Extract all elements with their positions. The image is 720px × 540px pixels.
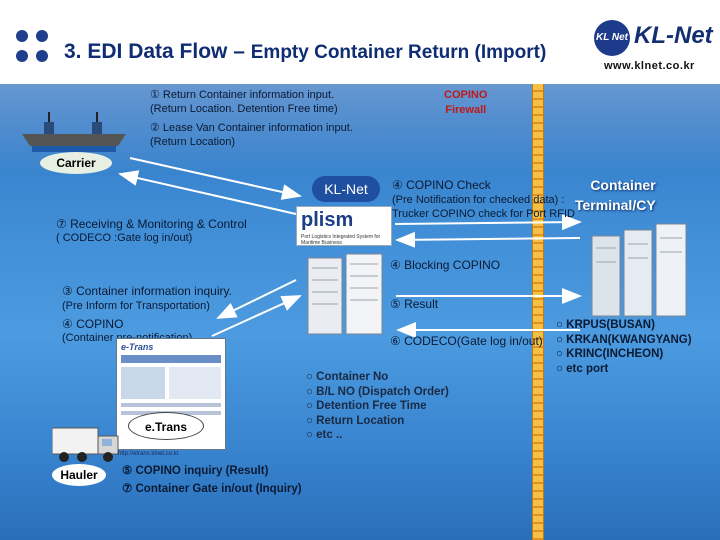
copino-item: ○ Detention Free Time bbox=[306, 400, 427, 412]
result-text: ⑤ Result bbox=[390, 297, 439, 311]
port-item: ○ KRPUS(BUSAN) bbox=[556, 319, 655, 331]
step7-receiving-detail: ( CODECO :Gate log in/out) bbox=[56, 232, 193, 244]
etrans-page-title: e-Trans bbox=[121, 342, 154, 352]
terminal-step4-detail2: Trucker COPINO check for Port RFID bbox=[392, 208, 575, 220]
arrow-etrans-to-klnet bbox=[211, 295, 302, 337]
klnet-logo-text: KL-Net bbox=[634, 22, 713, 49]
copino-firewall-label: COPINO Firewall bbox=[444, 89, 488, 116]
step1-detail: (Return Location. Detention Free time) bbox=[150, 103, 338, 115]
plism-logo: plism Port Logistics Integrated System f… bbox=[296, 206, 392, 246]
port-item: ○ etc port bbox=[556, 362, 609, 375]
server-cabinet-icon bbox=[307, 253, 383, 335]
copino-item: ○ etc .. bbox=[306, 429, 343, 441]
port-list: ○ KRPUS(BUSAN) ○ KRKAN(KWANGYANG) ○ KRIN… bbox=[556, 318, 692, 376]
hauler-steps: ⑤ COPINO inquiry (Result) ⑦ Container Ga… bbox=[122, 462, 302, 498]
page-title: 3. EDI Data Flow – Empty Container Retur… bbox=[64, 40, 546, 64]
terminal-server-icon bbox=[591, 223, 687, 317]
container-terminal-label: Container Terminal/CY bbox=[575, 177, 656, 213]
arrow-klnet-to-terminal bbox=[394, 214, 582, 231]
copino-item: ○ Return Location bbox=[306, 414, 405, 427]
plism-word: plism bbox=[301, 209, 354, 231]
port-item: ○ KRKAN(KWANGYANG) bbox=[556, 333, 692, 346]
title-main: 3. EDI Data Flow bbox=[64, 40, 228, 63]
title-sub: Empty Container Return (Import) bbox=[250, 42, 547, 63]
arrow-terminal-to-klnet bbox=[395, 231, 581, 248]
terminal-step4: ④ COPINO Check bbox=[392, 178, 491, 192]
copino-item: ○ Container No bbox=[306, 371, 389, 383]
carrier-label: Carrier bbox=[40, 152, 112, 174]
terminal-step4-detail: (Pre Notification for checked data) : bbox=[392, 194, 565, 206]
copino-items-list: ○ Container No ○ B/L NO (Dispatch Order)… bbox=[306, 370, 449, 443]
firewall-barrier bbox=[532, 84, 544, 540]
step3-inquiry: ③ Container information inquiry. bbox=[62, 284, 232, 298]
hauler-step7: ⑦ Container Gate in/out (Inquiry) bbox=[122, 483, 302, 495]
step2-text: ② Lease Van Container information input. bbox=[150, 122, 353, 134]
blocking-copino: ④ Blocking COPINO bbox=[390, 258, 501, 272]
ship-icon bbox=[22, 112, 126, 152]
arrow-carrier-to-klnet bbox=[129, 157, 302, 200]
company-url: www.klnet.co.kr bbox=[604, 60, 695, 72]
port-item: ○ KRINC(INCHEON) bbox=[556, 348, 664, 360]
etrans-url: http://etrans.klnet.co.kr bbox=[118, 451, 179, 457]
hauler-label: Hauler bbox=[52, 464, 106, 486]
step2-detail: (Return Location) bbox=[150, 136, 235, 148]
truck-icon bbox=[52, 427, 119, 462]
arrow-klnet-to-carrier bbox=[118, 170, 297, 215]
klnet-logo-icon: KL Net bbox=[594, 20, 630, 56]
step7-receiving: ⑦ Receiving & Monitoring & Control bbox=[56, 217, 247, 231]
step4-copino: ④ COPINO bbox=[62, 317, 124, 331]
etrans-label: e.Trans bbox=[128, 412, 204, 440]
codeco-text: ⑥ CODECO(Gate log in/out) bbox=[390, 334, 543, 348]
arrow-klnet-to-etrans bbox=[216, 279, 297, 319]
title-dash: – bbox=[233, 40, 245, 63]
plism-description: Port Logistics Integrated System for Mar… bbox=[301, 234, 381, 246]
bullet-dots-icon bbox=[16, 30, 50, 64]
panel-highlight-band bbox=[0, 84, 720, 174]
hauler-step5: ⑤ COPINO inquiry (Result) bbox=[122, 465, 269, 477]
copino-item: ○ B/L NO (Dispatch Order) bbox=[306, 385, 449, 398]
step1-text: ① Return Container information input. bbox=[150, 89, 335, 101]
klnet-hub-tag: KL-Net bbox=[312, 176, 380, 202]
step3-inquiry-detail: (Pre Inform for Transportation) bbox=[62, 300, 210, 312]
